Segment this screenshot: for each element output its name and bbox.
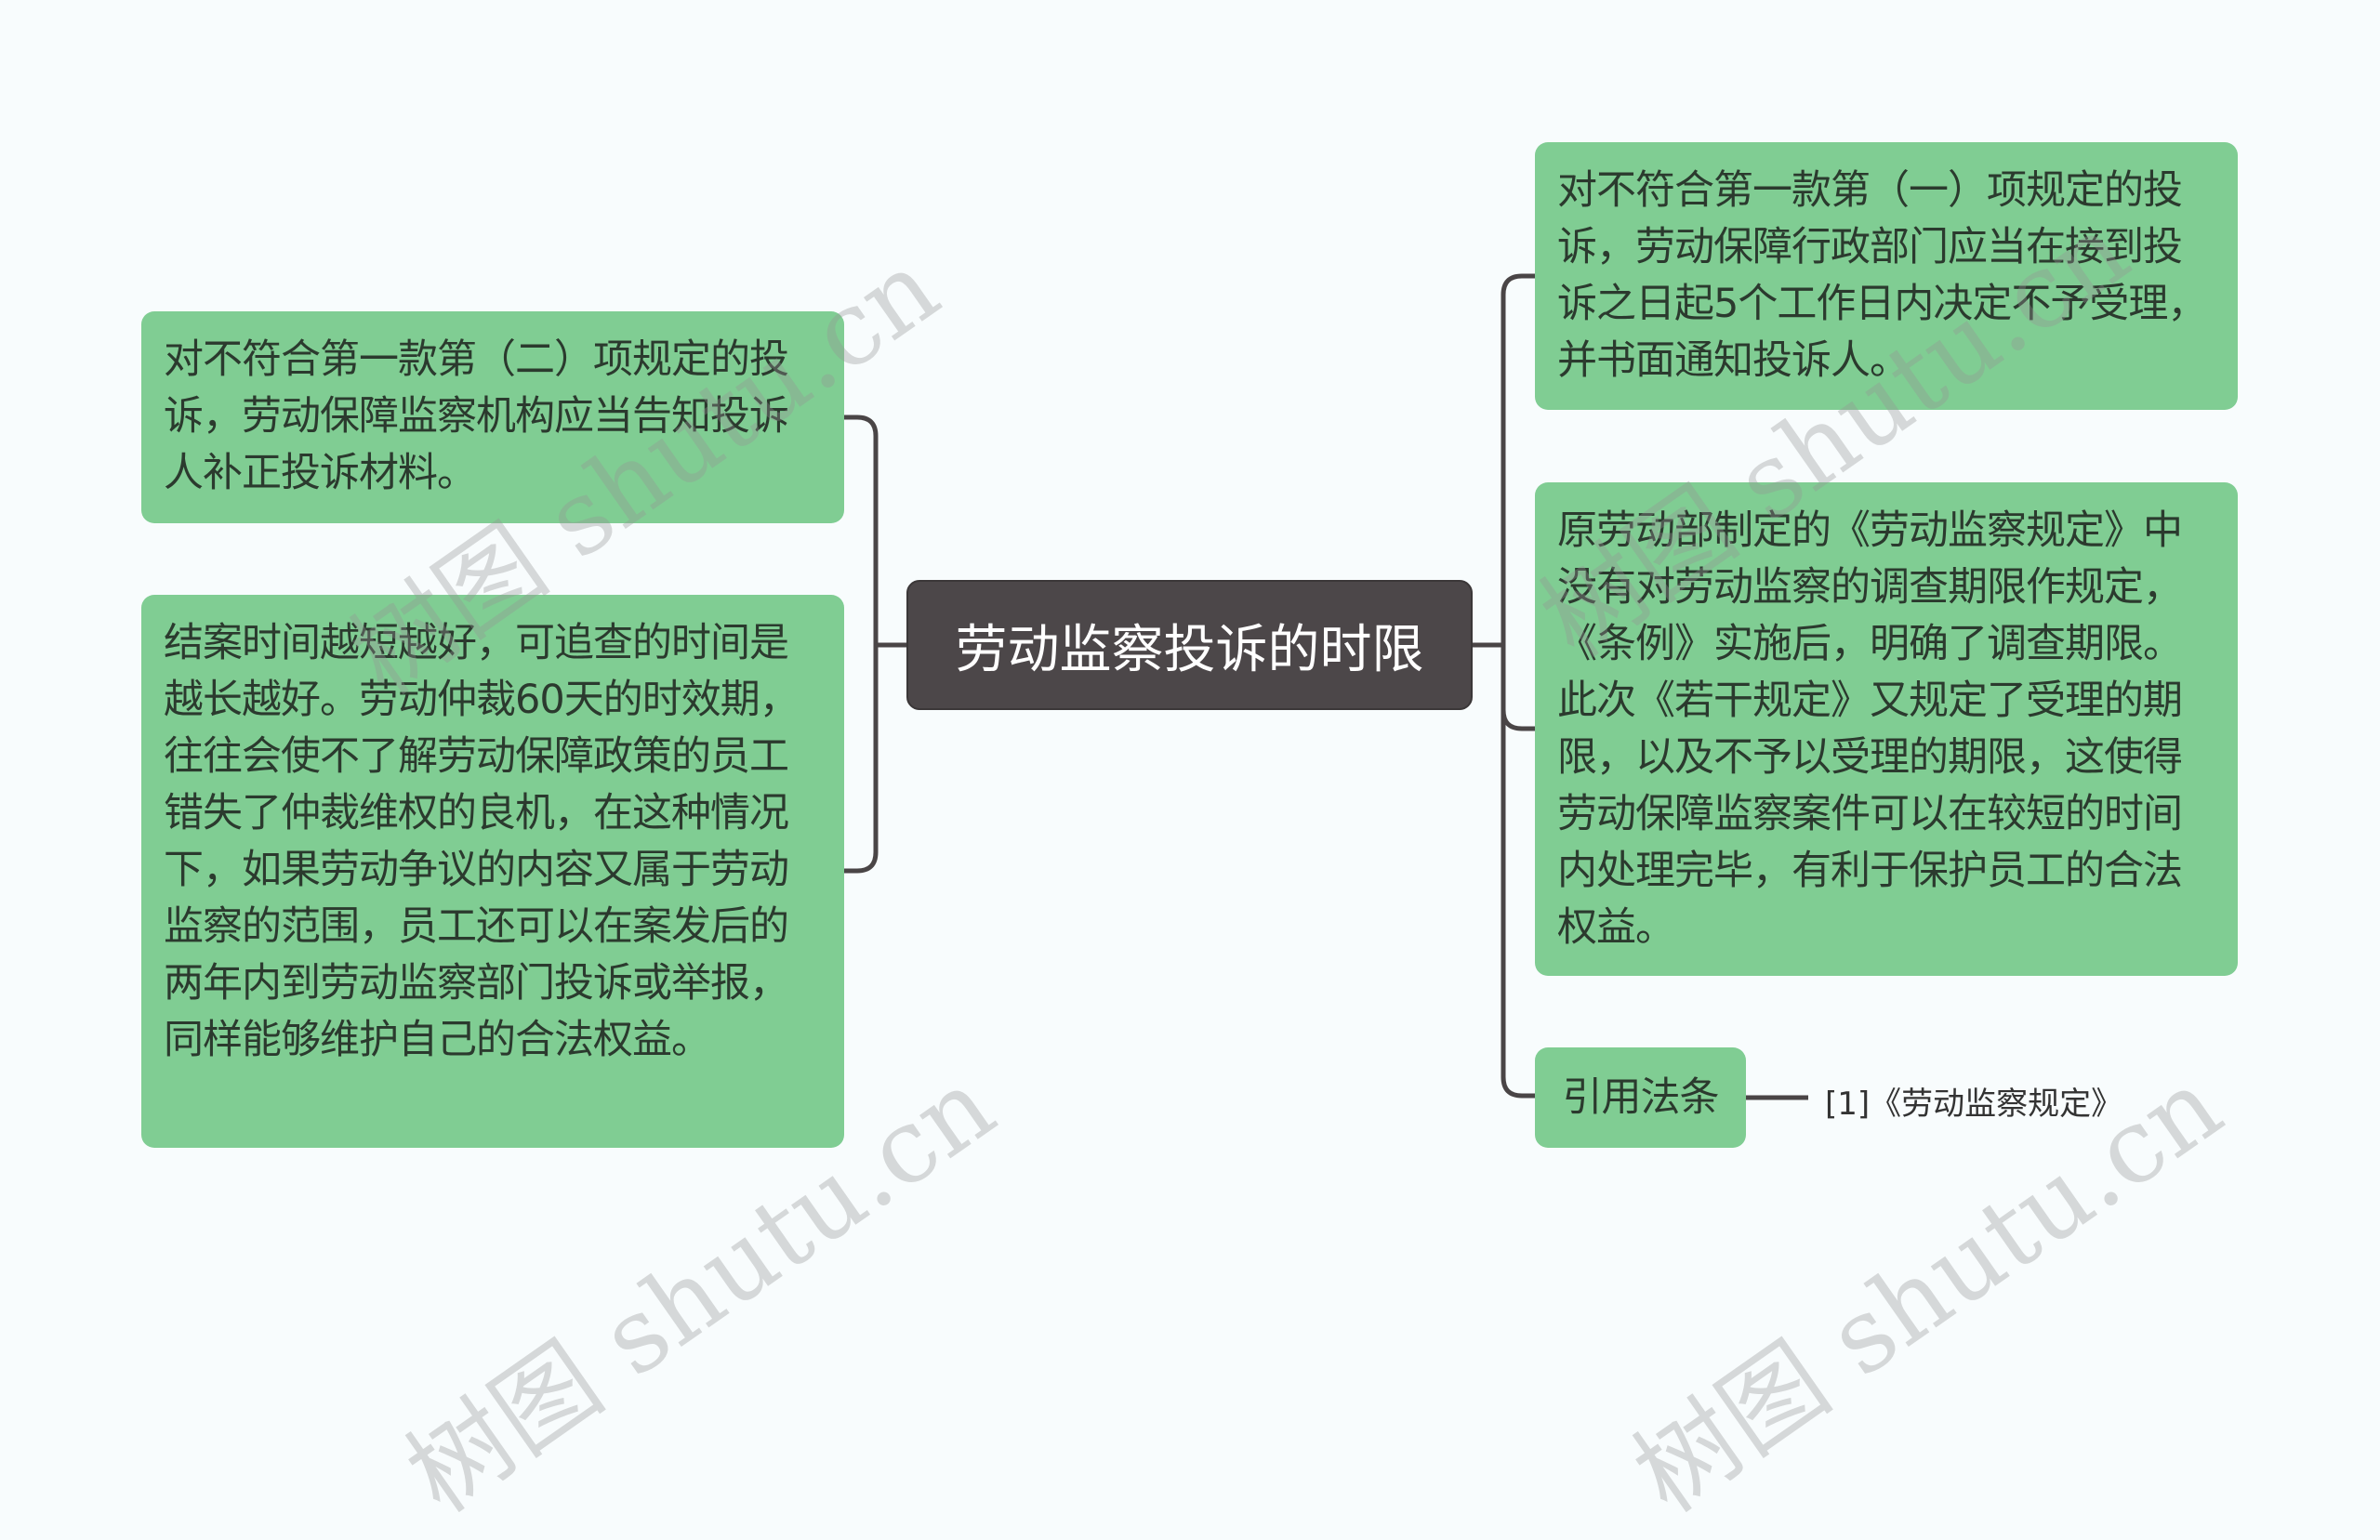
root-topic-label: 劳动监察投诉的时限 [955,619,1424,680]
left-topic-2[interactable]: 结案时间越短越好，可追查的时间是越长越好。劳动仲裁60天的时效期，往往会使不了解… [141,595,844,1148]
right-topic-2[interactable]: 原劳动部制定的《劳动监察规定》中没有对劳动监察的调查期限作规定，《条例》实施后，… [1535,482,2238,976]
right-topic-3-cited-law[interactable]: 引用法条 [1535,1047,1746,1148]
right-topic-2-text: 原劳动部制定的《劳动监察规定》中没有对劳动监察的调查期限作规定，《条例》实施后，… [1557,507,2183,951]
reference-item[interactable]: [1]《劳动监察规定》 [1825,1086,2123,1123]
root-topic[interactable]: 劳动监察投诉的时限 [906,580,1473,710]
connector-lines [844,273,1808,1100]
right-topic-3-text: 引用法条 [1562,1073,1720,1121]
left-topic-1[interactable]: 对不符合第一款第（二）项规定的投诉，劳动保障监察机构应当告知投诉人补正投诉材料。 [141,311,844,523]
left-topic-2-text: 结案时间越短越好，可追查的时间是越长越好。劳动仲裁60天的时效期，往往会使不了解… [164,620,800,1063]
left-topic-1-text: 对不符合第一款第（二）项规定的投诉，劳动保障监察机构应当告知投诉人补正投诉材料。 [164,336,789,496]
right-topic-1[interactable]: 对不符合第一款第（一）项规定的投诉，劳动保障行政部门应当在接到投诉之日起5个工作… [1535,142,2238,410]
right-topic-1-text: 对不符合第一款第（一）项规定的投诉，劳动保障行政部门应当在接到投诉之日起5个工作… [1557,167,2207,384]
